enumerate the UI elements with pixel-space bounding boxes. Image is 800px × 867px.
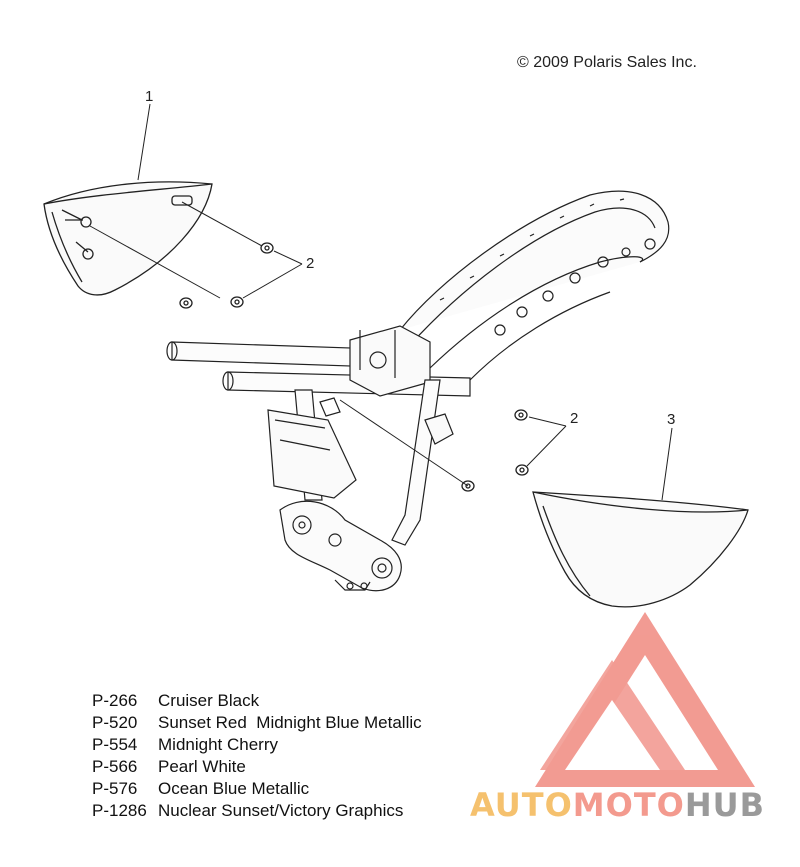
- watermark-logo-mark: [535, 612, 755, 787]
- leader-line: [181, 201, 263, 247]
- leader-line: [89, 225, 221, 299]
- leader-line: [528, 416, 567, 427]
- logo-text-moto: MOTO: [572, 786, 685, 824]
- callout-1: 1: [145, 88, 154, 105]
- legend-code: P-554: [92, 735, 138, 754]
- leader-line: [137, 103, 151, 181]
- legend-row: P-566 Pearl White: [92, 756, 422, 778]
- leader-line: [242, 263, 303, 299]
- logo-text-auto: AUTO: [470, 786, 573, 824]
- nut-group-lower: [461, 409, 529, 492]
- leader-line: [661, 427, 673, 501]
- leader-line: [273, 250, 303, 265]
- legend-name: Cruiser Black: [158, 691, 260, 710]
- nut-group-upper: [179, 242, 274, 309]
- leader-line: [339, 399, 469, 487]
- logo-text-hub: HUB: [684, 786, 766, 824]
- watermark-logo-text: AUTOMOTOHUB: [470, 786, 765, 824]
- legend-row: P-520 Sunset Red Midnight Blue Metallic: [92, 712, 422, 734]
- legend-row: P-554 Midnight Cherry: [92, 734, 422, 756]
- legend-code: P-266: [92, 691, 138, 710]
- callout-2-upper: 2: [306, 255, 315, 272]
- leader-line: [526, 425, 567, 467]
- legend-name: Nuclear Sunset/Victory Graphics: [158, 801, 404, 820]
- legend-code: P-576: [92, 779, 138, 798]
- color-code-legend: P-266 Cruiser Black P-520 Sunset Red Midni…: [92, 690, 422, 822]
- legend-name: Midnight Cherry: [158, 735, 278, 754]
- copyright-notice: © 2009 Polaris Sales Inc.: [517, 54, 697, 71]
- legend-row: P-266 Cruiser Black: [92, 690, 422, 712]
- callout-3: 3: [667, 411, 676, 428]
- side-cover-left: [43, 181, 213, 296]
- legend-code: P-520: [92, 713, 138, 732]
- legend-code: P-1286: [92, 801, 147, 820]
- legend-code: P-566: [92, 757, 138, 776]
- legend-row: P-1286 Nuclear Sunset/Victory Graphics: [92, 800, 422, 822]
- side-cover-right: [532, 491, 749, 608]
- legend-name: Ocean Blue Metallic: [158, 779, 310, 798]
- legend-name: Pearl White: [158, 757, 246, 776]
- legend-row: P-576 Ocean Blue Metallic: [92, 778, 422, 800]
- legend-name: Sunset Red Midnight Blue Metallic: [158, 713, 422, 732]
- motorcycle-frame: [166, 190, 670, 592]
- callout-2-lower: 2: [570, 410, 579, 427]
